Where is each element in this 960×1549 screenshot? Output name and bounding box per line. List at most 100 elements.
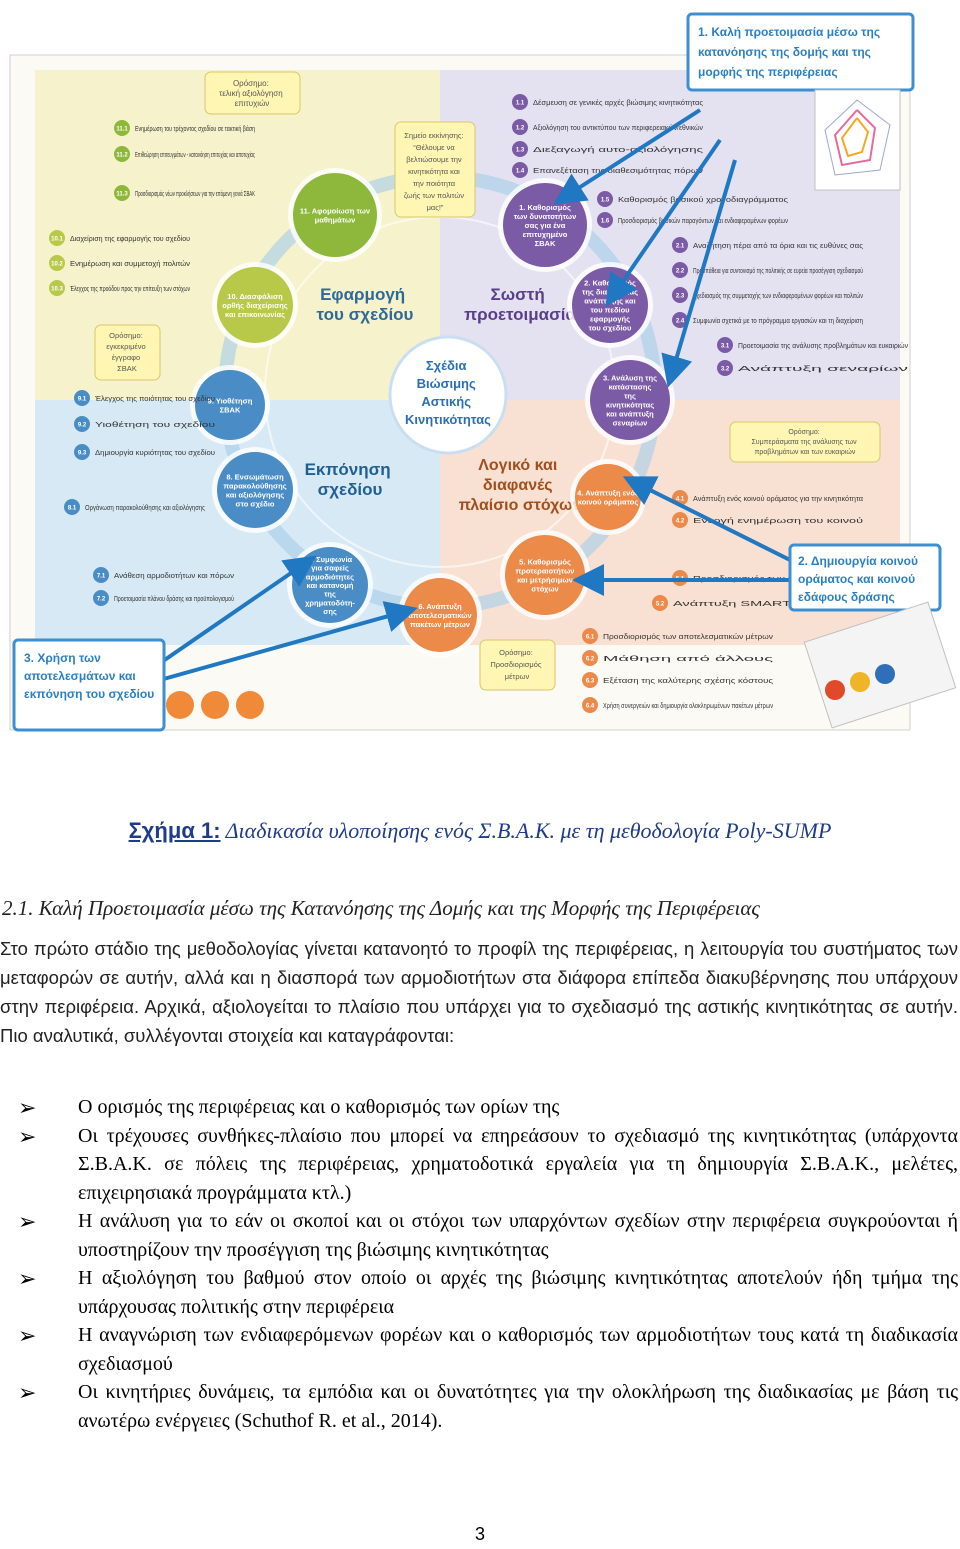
step-text: Ενεργή ενημέρωση του κοινού (693, 516, 863, 525)
step-text: Ανάπτυξη SMART στόχων (673, 599, 843, 608)
stage-label-line: επιτυχημένο (523, 230, 568, 239)
arrow-bullet-icon: ➢ (18, 1380, 37, 1405)
step-number: 1.4 (516, 169, 525, 175)
svg-text:Εφαρμογή του σχεδίου: Εφαρμογή του σχεδίου (317, 285, 414, 324)
step-number-badge (49, 255, 65, 271)
svg-text:Ορόσημο: τελική αξιολόγη: Ορόσημο: τελική αξιολόγηση επιτυχιών (219, 79, 285, 108)
step-number: 10.3 (51, 287, 63, 293)
step-number-badge (512, 119, 528, 135)
stage-label-line: σας για ένα (525, 221, 566, 230)
step-number-badge (672, 512, 688, 528)
stage-label-line: σης (323, 607, 337, 616)
stage-label-line: ΣΒΑΚ (535, 239, 556, 248)
milestone-text: κινητικότητα και (408, 167, 460, 176)
milestone-text: Σημείο εκκίνησης: (404, 131, 463, 140)
vision-board-thumbnail (803, 601, 957, 729)
callout-text: 2. Δημιουργία κοινού (798, 554, 918, 568)
center-label-line: Αστικής (421, 394, 471, 409)
callout-use-results: 3. Χρήση των αποτελεσμάτων και εκπόνηση … (12, 638, 264, 732)
step-number: 6.2 (586, 657, 595, 663)
list-item-text: Ο ορισμός της περιφέρειας και ο καθορισμ… (78, 1096, 560, 1118)
callout-text: 1. Καλή προετοιμασία μέσω της (698, 25, 880, 39)
step-text: Ενημέρωση και συμμετοχή πολιτών (70, 259, 190, 268)
quadrant-title-goals: Λογικό και (478, 457, 557, 474)
step-number-badge (93, 590, 109, 606)
stage-label-line: προτεραιοτήτων (516, 567, 575, 576)
callout-text: οράματος και κοινού (798, 572, 915, 586)
step-number-badge (49, 280, 65, 296)
milestone-text: επιτυχιών (235, 99, 270, 108)
arrow-bullet-icon: ➢ (18, 1323, 37, 1348)
arrow-bullet-icon: ➢ (18, 1209, 37, 1234)
step-text: Ανάπτυξη ενός κοινού οράματος για την κι… (693, 494, 864, 503)
arrow-bullet-icon: ➢ (18, 1266, 37, 1291)
step-number-badge (672, 312, 688, 328)
svg-text:2. Δημιουργία κοινού ορά: 2. Δημιουργία κοινού οράματος και κοινού… (798, 554, 921, 604)
stage-circle (293, 173, 377, 257)
step-text: Προετοιμασία της ανάλυσης προβλημάτων κα… (738, 341, 908, 350)
step-number: 6.3 (586, 679, 595, 685)
svg-text:Σχέδια Βιώσιμης Αστική: Σχέδια Βιώσιμης Αστικής Κινητικότητας (405, 358, 491, 427)
step-number-badge (597, 191, 613, 207)
intro-paragraph: Στο πρώτο στάδιο της μεθοδολογίας γίνετα… (0, 938, 958, 1046)
list-item: ➢Η αναγνώριση των ενδιαφερόμενων φορέων … (0, 1321, 958, 1378)
milestone-final-evaluation: Ορόσημο: τελική αξιολόγηση επιτυχιών (204, 71, 301, 115)
step-text: Μάθηση από άλλους (603, 654, 774, 663)
stage-label-line: αρμοδιότητες (306, 572, 354, 581)
step-number: 5.2 (656, 602, 665, 608)
list-item: ➢Η ανάλυση για το εάν οι σκοποί και οι σ… (0, 1207, 958, 1264)
center-label-line: Κινητικότητας (405, 412, 491, 427)
stage-label-line: της διαδικασίας (582, 288, 638, 297)
step-number-badge (512, 162, 528, 178)
step-text: Προσδιορισμός των αποτελεσματικών μέτρων (603, 632, 773, 641)
stage-label-line: αποτελεσματικών (408, 611, 471, 620)
stage-circle (195, 370, 265, 440)
step-number: 1.5 (601, 198, 610, 204)
page-number: 3 (474, 1524, 485, 1544)
milestone-text: έγγραφο (112, 353, 140, 362)
callout-good-preparation: 1. Καλή προετοιμασία μέσω της κατανόησης… (686, 12, 915, 92)
stage-label-line: ΣΒΑΚ (220, 406, 241, 415)
svg-text:Σωστή προετοιμασία: Σωστή προετοιμασία (464, 285, 576, 324)
svg-text:Σημείο εκκίνησης: “Θέλου: Σημείο εκκίνησης: “Θέλουμε να βελτιώσουμ… (404, 131, 466, 212)
stage-label-line: και κατανομή (307, 581, 354, 590)
step-number: 4.1 (676, 497, 685, 503)
stage-label-line: και μετρήσιμων (517, 576, 573, 585)
step-number-badge (114, 146, 130, 162)
stage-label-line: ορθής διαχείρισης (222, 301, 287, 310)
step-number: 11.2 (116, 153, 128, 159)
callout-arrow (661, 159, 737, 388)
step-number: 2.1 (676, 244, 685, 250)
stage-circle (403, 578, 477, 652)
step-number: 9.3 (78, 451, 87, 457)
step-text: Οργάνωση παρακολούθησης και αξιολόγησης (85, 503, 205, 512)
callout-arrow (148, 555, 317, 672)
step-number-badge (64, 499, 80, 515)
quadrant-title-goals: πλαίσιο στόχων (459, 497, 582, 514)
step-number: 6.4 (586, 704, 595, 710)
step-row: 2.1 Αναζήτηση πέρα από τα όρια και τις ευ… (672, 237, 863, 253)
step-text: Αναζήτηση πέρα από τα όρια και τις ευθύν… (693, 241, 863, 250)
step-row: 6.2 Μάθηση από άλλους (582, 650, 774, 666)
milestone-analysis-conclusions: Ορόσημο: Συμπεράσματα της ανάλυσης των π… (729, 421, 881, 463)
milestone-text: εγκεκριμένο (106, 342, 145, 351)
step-number: 9.2 (78, 423, 87, 429)
stage-label-line: και ανάπτυξη (606, 410, 654, 419)
